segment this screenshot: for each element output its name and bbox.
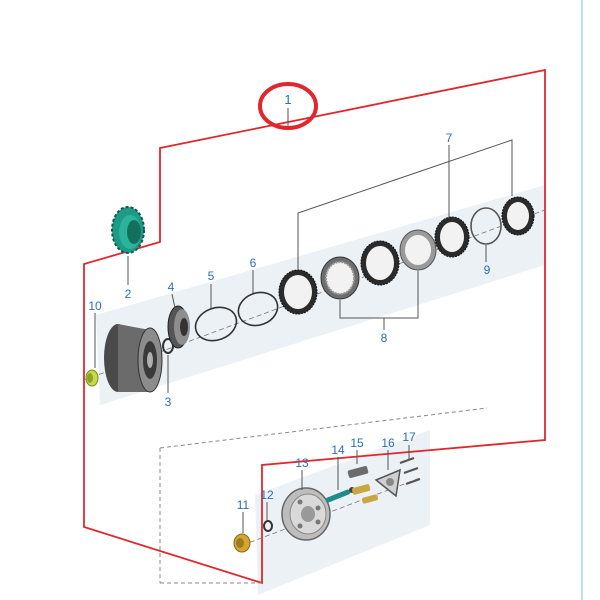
callout-5: 5 (208, 269, 215, 283)
callout-6: 6 (250, 256, 257, 270)
callout-13: 13 (295, 456, 309, 470)
lower-parts-panel (255, 430, 430, 595)
callout-15: 15 (350, 436, 364, 450)
wave-ring (470, 207, 502, 245)
callout-8-bracket (339, 271, 419, 330)
steel-plate (399, 229, 437, 271)
callout-4: 4 (168, 280, 175, 294)
washer-12 (263, 520, 273, 532)
callout-8: 8 (381, 331, 388, 345)
gear-green (111, 206, 145, 254)
callout-3: 3 (165, 395, 172, 409)
dashed-guide-top (159, 407, 488, 449)
clutch-basket (104, 324, 163, 393)
friction-plate (278, 269, 318, 315)
o-ring-6 (237, 291, 279, 327)
friction-plate (434, 216, 470, 258)
callout-1: 1 (284, 92, 291, 107)
friction-plate (501, 196, 535, 236)
callout-7: 7 (446, 131, 453, 145)
friction-plate (360, 240, 400, 286)
clutch-spring (347, 465, 379, 504)
callout-12: 12 (260, 488, 274, 502)
bushing-left (85, 369, 99, 387)
clutch-hub (167, 305, 190, 349)
callout-4-leader (171, 293, 176, 309)
pressure-plate (281, 487, 331, 541)
callout-9: 9 (484, 263, 491, 277)
callout-14: 14 (331, 443, 345, 457)
o-ring-5 (194, 306, 238, 342)
callout-1-highlight (258, 82, 318, 130)
callout-7-bracket (297, 139, 513, 270)
callout-17: 17 (402, 430, 416, 444)
upper-parts-panel (96, 185, 545, 405)
spring-retainer (374, 468, 401, 498)
callout-11: 11 (237, 498, 250, 512)
bronze-bushing (233, 533, 251, 553)
callout-16: 16 (381, 436, 395, 450)
callout-2: 2 (125, 287, 132, 301)
callout-10: 10 (88, 299, 102, 313)
bolt (399, 457, 421, 485)
steel-plate (320, 256, 360, 300)
